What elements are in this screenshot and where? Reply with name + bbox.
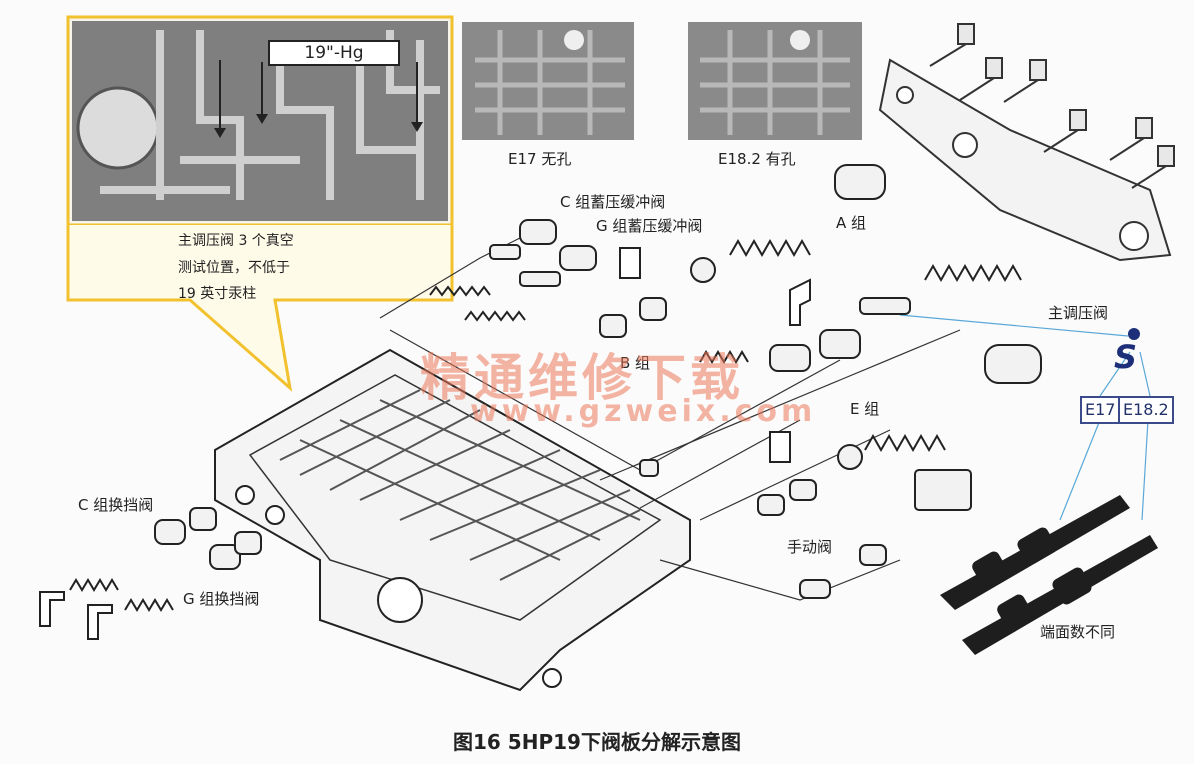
callout-pointer xyxy=(66,225,454,392)
blue-leaders xyxy=(899,314,1151,521)
label-a-group: A 组 xyxy=(836,214,867,232)
e17-photo-label: E17 无孔 xyxy=(508,150,572,168)
cover-plate xyxy=(878,58,1172,262)
label-main-regulator: 主调压阀 xyxy=(1048,304,1109,322)
figure-caption: 图16 5HP19下阀板分解示意图 xyxy=(453,730,741,754)
callout-line-1: 主调压阀 3 个真空 xyxy=(178,233,294,249)
bolts xyxy=(929,23,1175,189)
label-b-group: B 组 xyxy=(620,354,651,372)
label-c-accumulator: C 组蓄压缓冲阀 xyxy=(560,193,666,211)
photo-e17 xyxy=(462,22,634,140)
guide-lines xyxy=(379,227,961,601)
label-e-group: E 组 xyxy=(850,400,880,418)
badge-e17: E17 xyxy=(1080,396,1121,424)
watermark-title: 精通维修下载 xyxy=(420,349,744,407)
spools xyxy=(154,164,1042,599)
label-g-shift-valve: G 组换挡阀 xyxy=(183,590,260,608)
main-regulator-spools xyxy=(940,495,1158,655)
callout-line-2: 测试位置，不低于 xyxy=(178,259,290,276)
photo-e182 xyxy=(688,22,862,140)
callout-line-3: 19 英寸汞柱 xyxy=(178,286,257,303)
label-c-shift-valve: C 组换挡阀 xyxy=(78,496,154,514)
springs xyxy=(69,238,1022,612)
label-g-accumulator: G 组蓄压缓冲阀 xyxy=(596,217,703,235)
vacuum-gauge-label: 19"-Hg xyxy=(268,40,400,66)
retainers xyxy=(39,247,811,640)
badge-e182: E18.2 xyxy=(1118,396,1174,424)
valve-body xyxy=(214,348,691,692)
label-end-face: 端面数不同 xyxy=(1040,623,1116,641)
label-manual-valve: 手动阀 xyxy=(787,538,833,556)
callout-text: 主调压阀 3 个真空 测试位置，不低于 19 英寸汞柱 xyxy=(178,228,294,308)
e182-photo-label: E18.2 有孔 xyxy=(718,150,796,168)
spool-icon: S xyxy=(1114,338,1138,376)
reference-dot xyxy=(1128,328,1140,340)
watermark-url: www.gzweix.com xyxy=(470,394,817,429)
